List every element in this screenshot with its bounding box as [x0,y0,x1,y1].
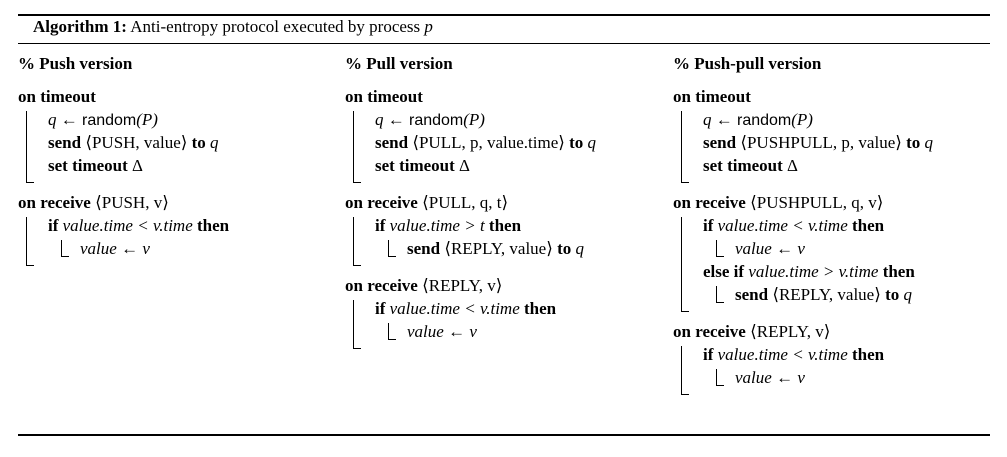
pull-receive-pull-block: if value.time > t then send ⟨REPLY, valu… [353,214,665,266]
pushpull-on-timeout: on timeout [673,87,751,106]
push-version-column: % Push version on timeout q ← random(P) … [18,52,338,266]
push-on-receive: on receive ⟨PUSH, v⟩ [18,193,169,212]
pull-header: % Pull version [345,54,453,73]
push-send-line: send ⟨PUSH, value⟩ to q [48,133,219,152]
pushpull-reply-send-line: send ⟨REPLY, value⟩ to q [735,285,913,304]
pull-random-line: q ← random(P) [375,110,485,129]
pushpull-on-receive-pushpull: on receive ⟨PUSHPULL, q, v⟩ [673,193,884,212]
pushpull-set-timeout-line: set timeout Δ [703,156,798,175]
pushpull-reply-if-line: if value.time < v.time then [703,345,885,364]
pushpull-elseif-body: send ⟨REPLY, value⟩ to q [716,283,993,306]
pushpull-receive-reply-block: if value.time < v.time then value ← v [681,343,993,395]
pull-if-body: send ⟨REPLY, value⟩ to q [388,237,665,260]
pushpull-send-line: send ⟨PUSHPULL, p, value⟩ to q [703,133,934,152]
pull-version-column: % Pull version on timeout q ← random(P) … [345,52,665,349]
pushpull-version-column: % Push-pull version on timeout q ← rando… [673,52,993,395]
pull-reply-send-line: send ⟨REPLY, value⟩ to q [407,239,585,258]
pushpull-receive-block: if value.time < v.time then value ← v el… [681,214,993,312]
algorithm-label: Algorithm 1: [33,17,127,36]
pushpull-random-line: q ← random(P) [703,110,813,129]
push-header: % Push version [18,54,133,73]
pushpull-timeout-block: q ← random(P) send ⟨PUSHPULL, p, value⟩ … [681,108,993,183]
pull-on-receive-pull: on receive ⟨PULL, q, t⟩ [345,193,509,212]
pushpull-reply-if-body: value ← v [716,366,993,389]
push-assign-line: value ← v [80,239,150,258]
push-if-line: if value.time < v.time then [48,216,230,235]
pull-if-line: if value.time > t then [375,216,522,235]
pull-reply-if-line: if value.time < v.time then [375,299,557,318]
push-set-timeout-line: set timeout Δ [48,156,143,175]
pull-assign-line: value ← v [407,322,477,341]
pushpull-on-receive-reply: on receive ⟨REPLY, v⟩ [673,322,831,341]
push-timeout-block: q ← random(P) send ⟨PUSH, value⟩ to q se… [26,108,338,183]
push-if-body: value ← v [61,237,338,260]
pushpull-header: % Push-pull version [673,54,822,73]
pull-set-timeout-line: set timeout Δ [375,156,470,175]
pull-reply-if-body: value ← v [388,320,665,343]
pushpull-if-line: if value.time < v.time then [703,216,885,235]
pushpull-reply-assign-line: value ← v [735,368,805,387]
pull-send-line: send ⟨PULL, p, value.time⟩ to q [375,133,597,152]
pushpull-if-body: value ← v [716,237,993,260]
bottom-rule [18,434,990,436]
pushpull-elseif-line: else if value.time > v.time then [703,262,915,281]
algorithm-caption: Algorithm 1: Anti-entropy protocol execu… [33,17,433,37]
push-receive-block: if value.time < v.time then value ← v [26,214,338,266]
pull-timeout-block: q ← random(P) send ⟨PULL, p, value.time⟩… [353,108,665,183]
algorithm-title: Anti-entropy protocol executed by proces… [130,17,421,36]
pull-on-receive-reply: on receive ⟨REPLY, v⟩ [345,276,503,295]
push-on-timeout: on timeout [18,87,96,106]
algorithm-process-var: p [424,17,433,36]
push-random-line: q ← random(P) [48,110,158,129]
top-rule [18,14,990,16]
caption-rule [18,43,990,44]
pushpull-assign-line: value ← v [735,239,805,258]
pull-receive-reply-block: if value.time < v.time then value ← v [353,297,665,349]
pull-on-timeout: on timeout [345,87,423,106]
